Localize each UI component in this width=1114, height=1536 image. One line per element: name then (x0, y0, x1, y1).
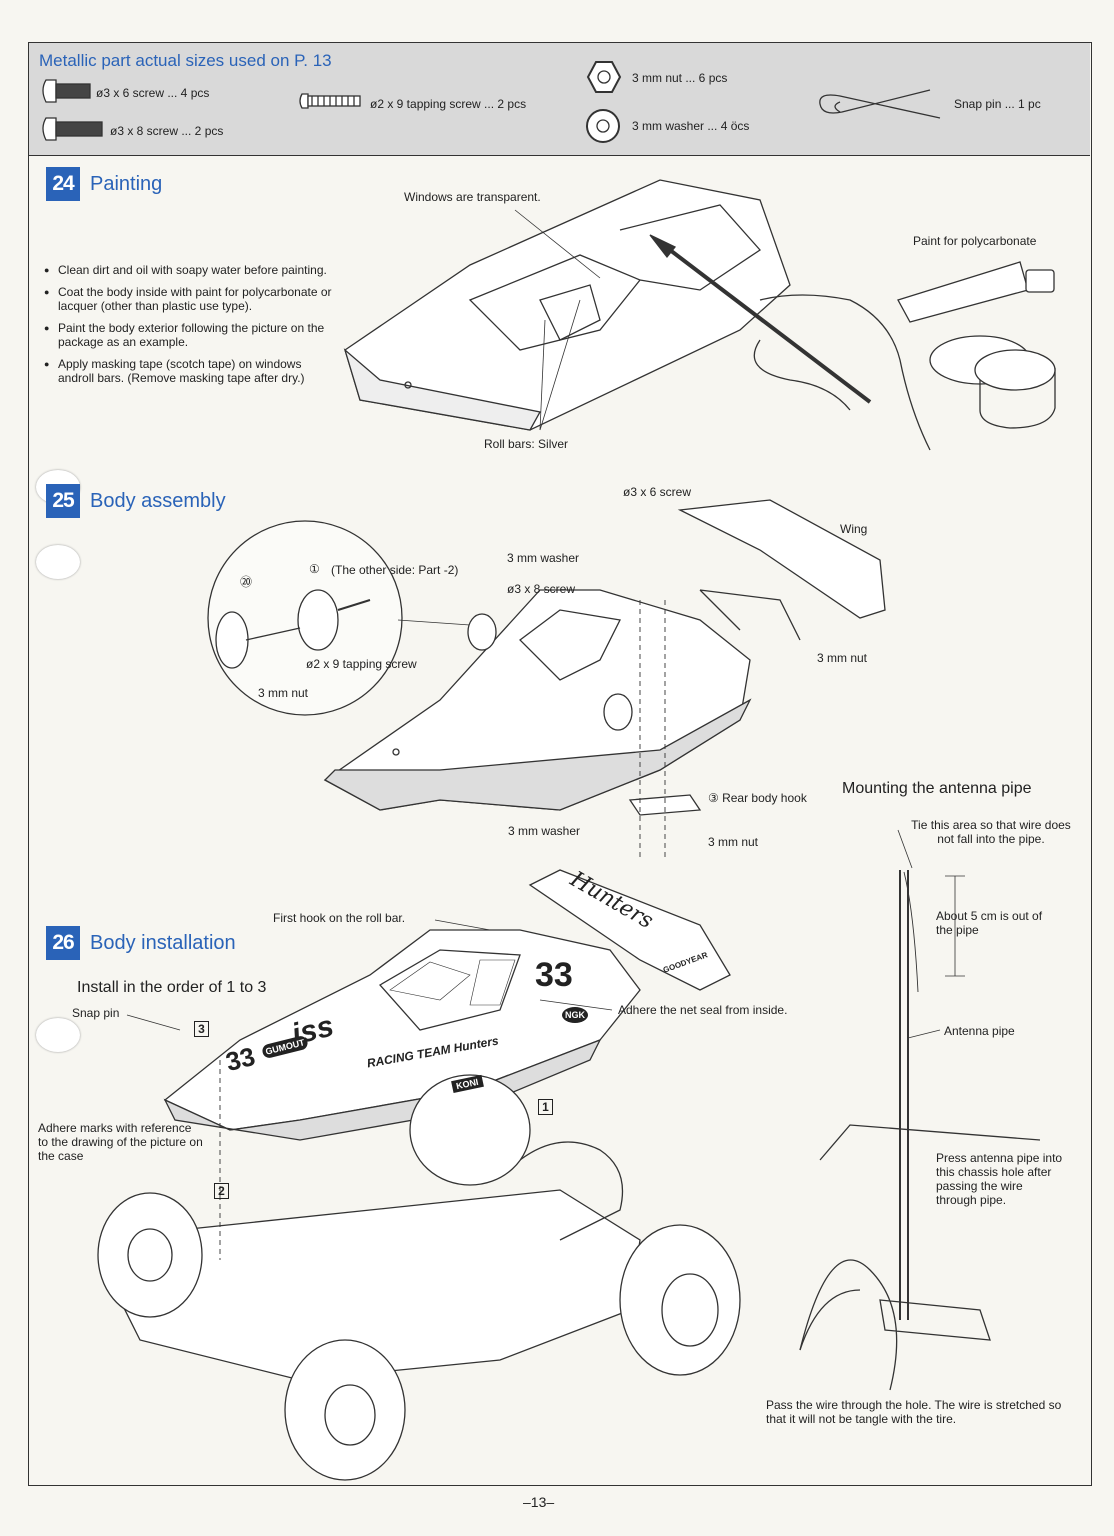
binder-hole (36, 1018, 80, 1052)
assembly-guides (639, 600, 666, 860)
label-nut-detail: 3 mm nut (258, 686, 309, 700)
part-label-nut: 3 mm nut ... 6 pcs (632, 71, 728, 85)
screw-8-icon (42, 117, 103, 141)
tire-rear-left (409, 1074, 531, 1186)
label-screw-6: ø3 x 6 screw (623, 485, 692, 499)
step-1-number: 1 (538, 1099, 553, 1115)
label-tapping-screw: ø2 x 9 tapping screw (306, 657, 417, 671)
hand-icon (753, 294, 931, 451)
leader-lines-24 (514, 209, 601, 431)
painting-bullet: Paint the body exterior following the pi… (44, 321, 334, 350)
section-26-title: Body installation (90, 931, 236, 954)
label-windows-transparent: Windows are transparent. (404, 190, 541, 204)
label-wing: Wing (840, 522, 868, 536)
leader-lines-26 (126, 829, 941, 1039)
paint-tube-icon (897, 261, 1055, 323)
label-tie-area: Tie this area so that wire does not fall… (911, 818, 1071, 846)
label-pass-wire: Pass the wire through the hole. The wire… (766, 1398, 1062, 1426)
brush-icon (649, 234, 872, 404)
tire-front-right (284, 1339, 406, 1481)
section-25-number: 25 (46, 484, 80, 518)
label-screw-8: ø3 x 8 screw (507, 582, 576, 596)
decal-33-side: 33 (535, 956, 573, 994)
paint-jar-icon (929, 335, 1056, 429)
step-3-marker: 3 (194, 1021, 209, 1037)
antenna-title: Mounting the antenna pipe (842, 780, 1032, 797)
label-first-hook: First hook on the roll bar. (273, 911, 406, 925)
section-25-heading: 25 Body assembly (46, 484, 226, 518)
step-2-number: 2 (214, 1183, 229, 1199)
label-part-1: ① (309, 562, 320, 576)
label-washer-top: 3 mm washer (507, 551, 580, 565)
binder-hole (36, 545, 80, 579)
section-24-heading: 24 Painting (46, 167, 162, 201)
label-roll-bars: Roll bars: Silver (484, 437, 569, 451)
label-paint-polycarbonate: Paint for polycarbonate (913, 234, 1037, 248)
painting-bullet: Clean dirt and oil with soapy water befo… (44, 263, 334, 278)
parts-title: Metallic part actual sizes used on P. 13 (39, 51, 332, 70)
label-adhere-net: Adhere the net seal from inside. (618, 1003, 788, 1017)
detail-circle (207, 520, 471, 716)
tapping-screw-icon (299, 93, 361, 109)
page-number: –13– (523, 1494, 555, 1510)
painting-bullet: Coat the body inside with paint for poly… (44, 285, 334, 314)
washer-icon (586, 109, 620, 143)
step-1-marker: 1 (538, 1099, 553, 1115)
step-2-marker: 2 (214, 1183, 229, 1199)
label-install-order: Install in the order of 1 to 3 (77, 979, 267, 996)
section-26-heading: 26 Body installation (46, 926, 236, 960)
part-label-tapping-screw: ø2 x 9 tapping screw ... 2 pcs (370, 97, 527, 111)
section-26-number: 26 (46, 926, 80, 960)
part-label-screw-6: ø3 x 6 screw ... 4 pcs (96, 86, 210, 100)
label-antenna-pipe: Antenna pipe (944, 1024, 1015, 1038)
label-nut-right: 3 mm nut (817, 651, 868, 665)
wing-installation (528, 869, 731, 991)
painting-bullet: Apply masking tape (scotch tape) on wind… (44, 357, 334, 386)
label-rear-body-hook: ③ Rear body hook (708, 791, 807, 805)
label-other-side: (The other side: Part -2) (331, 563, 459, 577)
snap-pin-icon (819, 89, 941, 119)
page-frame (28, 42, 1092, 1486)
section-24-number: 24 (46, 167, 80, 201)
nut-icon (586, 61, 622, 93)
decal-ngk: NGK (562, 1007, 588, 1023)
body-shell-installation (163, 929, 641, 1141)
screw-6-icon (42, 79, 91, 103)
body-shell-assembly (323, 589, 752, 811)
label-adhere-marks: Adhere marks with reference to the drawi… (38, 1121, 203, 1163)
tire-front-left (97, 1192, 203, 1318)
label-nut-bottom: 3 mm nut (708, 835, 759, 849)
section-24-title: Painting (90, 172, 163, 195)
wing-assembly (677, 499, 886, 641)
step-3-number: 3 (194, 1021, 209, 1037)
label-part-20: ⑳ (240, 575, 253, 589)
antenna-diagram (799, 870, 1041, 1391)
tire-rear-right (619, 1224, 741, 1376)
body-shell-painting (343, 179, 791, 431)
painting-instructions: Clean dirt and oil with soapy water befo… (44, 263, 334, 393)
label-snap-pin: Snap pin (72, 1006, 120, 1020)
parts-header: Metallic part actual sizes used on P. 13 (29, 43, 1090, 156)
label-washer-bottom: 3 mm washer (508, 824, 581, 838)
label-about-5cm: About 5 cm is out of the pipe (936, 909, 1043, 937)
part-label-screw-8: ø3 x 8 screw ... 2 pcs (110, 124, 224, 138)
part-label-washer: 3 mm washer ... 4 öcs (632, 119, 750, 133)
label-press-antenna: Press antenna pipe into this chassis hol… (936, 1151, 1063, 1207)
rear-hook (628, 794, 702, 816)
section-25-title: Body assembly (90, 489, 226, 512)
part-label-snap-pin: Snap pin ... 1 pc (954, 97, 1041, 111)
